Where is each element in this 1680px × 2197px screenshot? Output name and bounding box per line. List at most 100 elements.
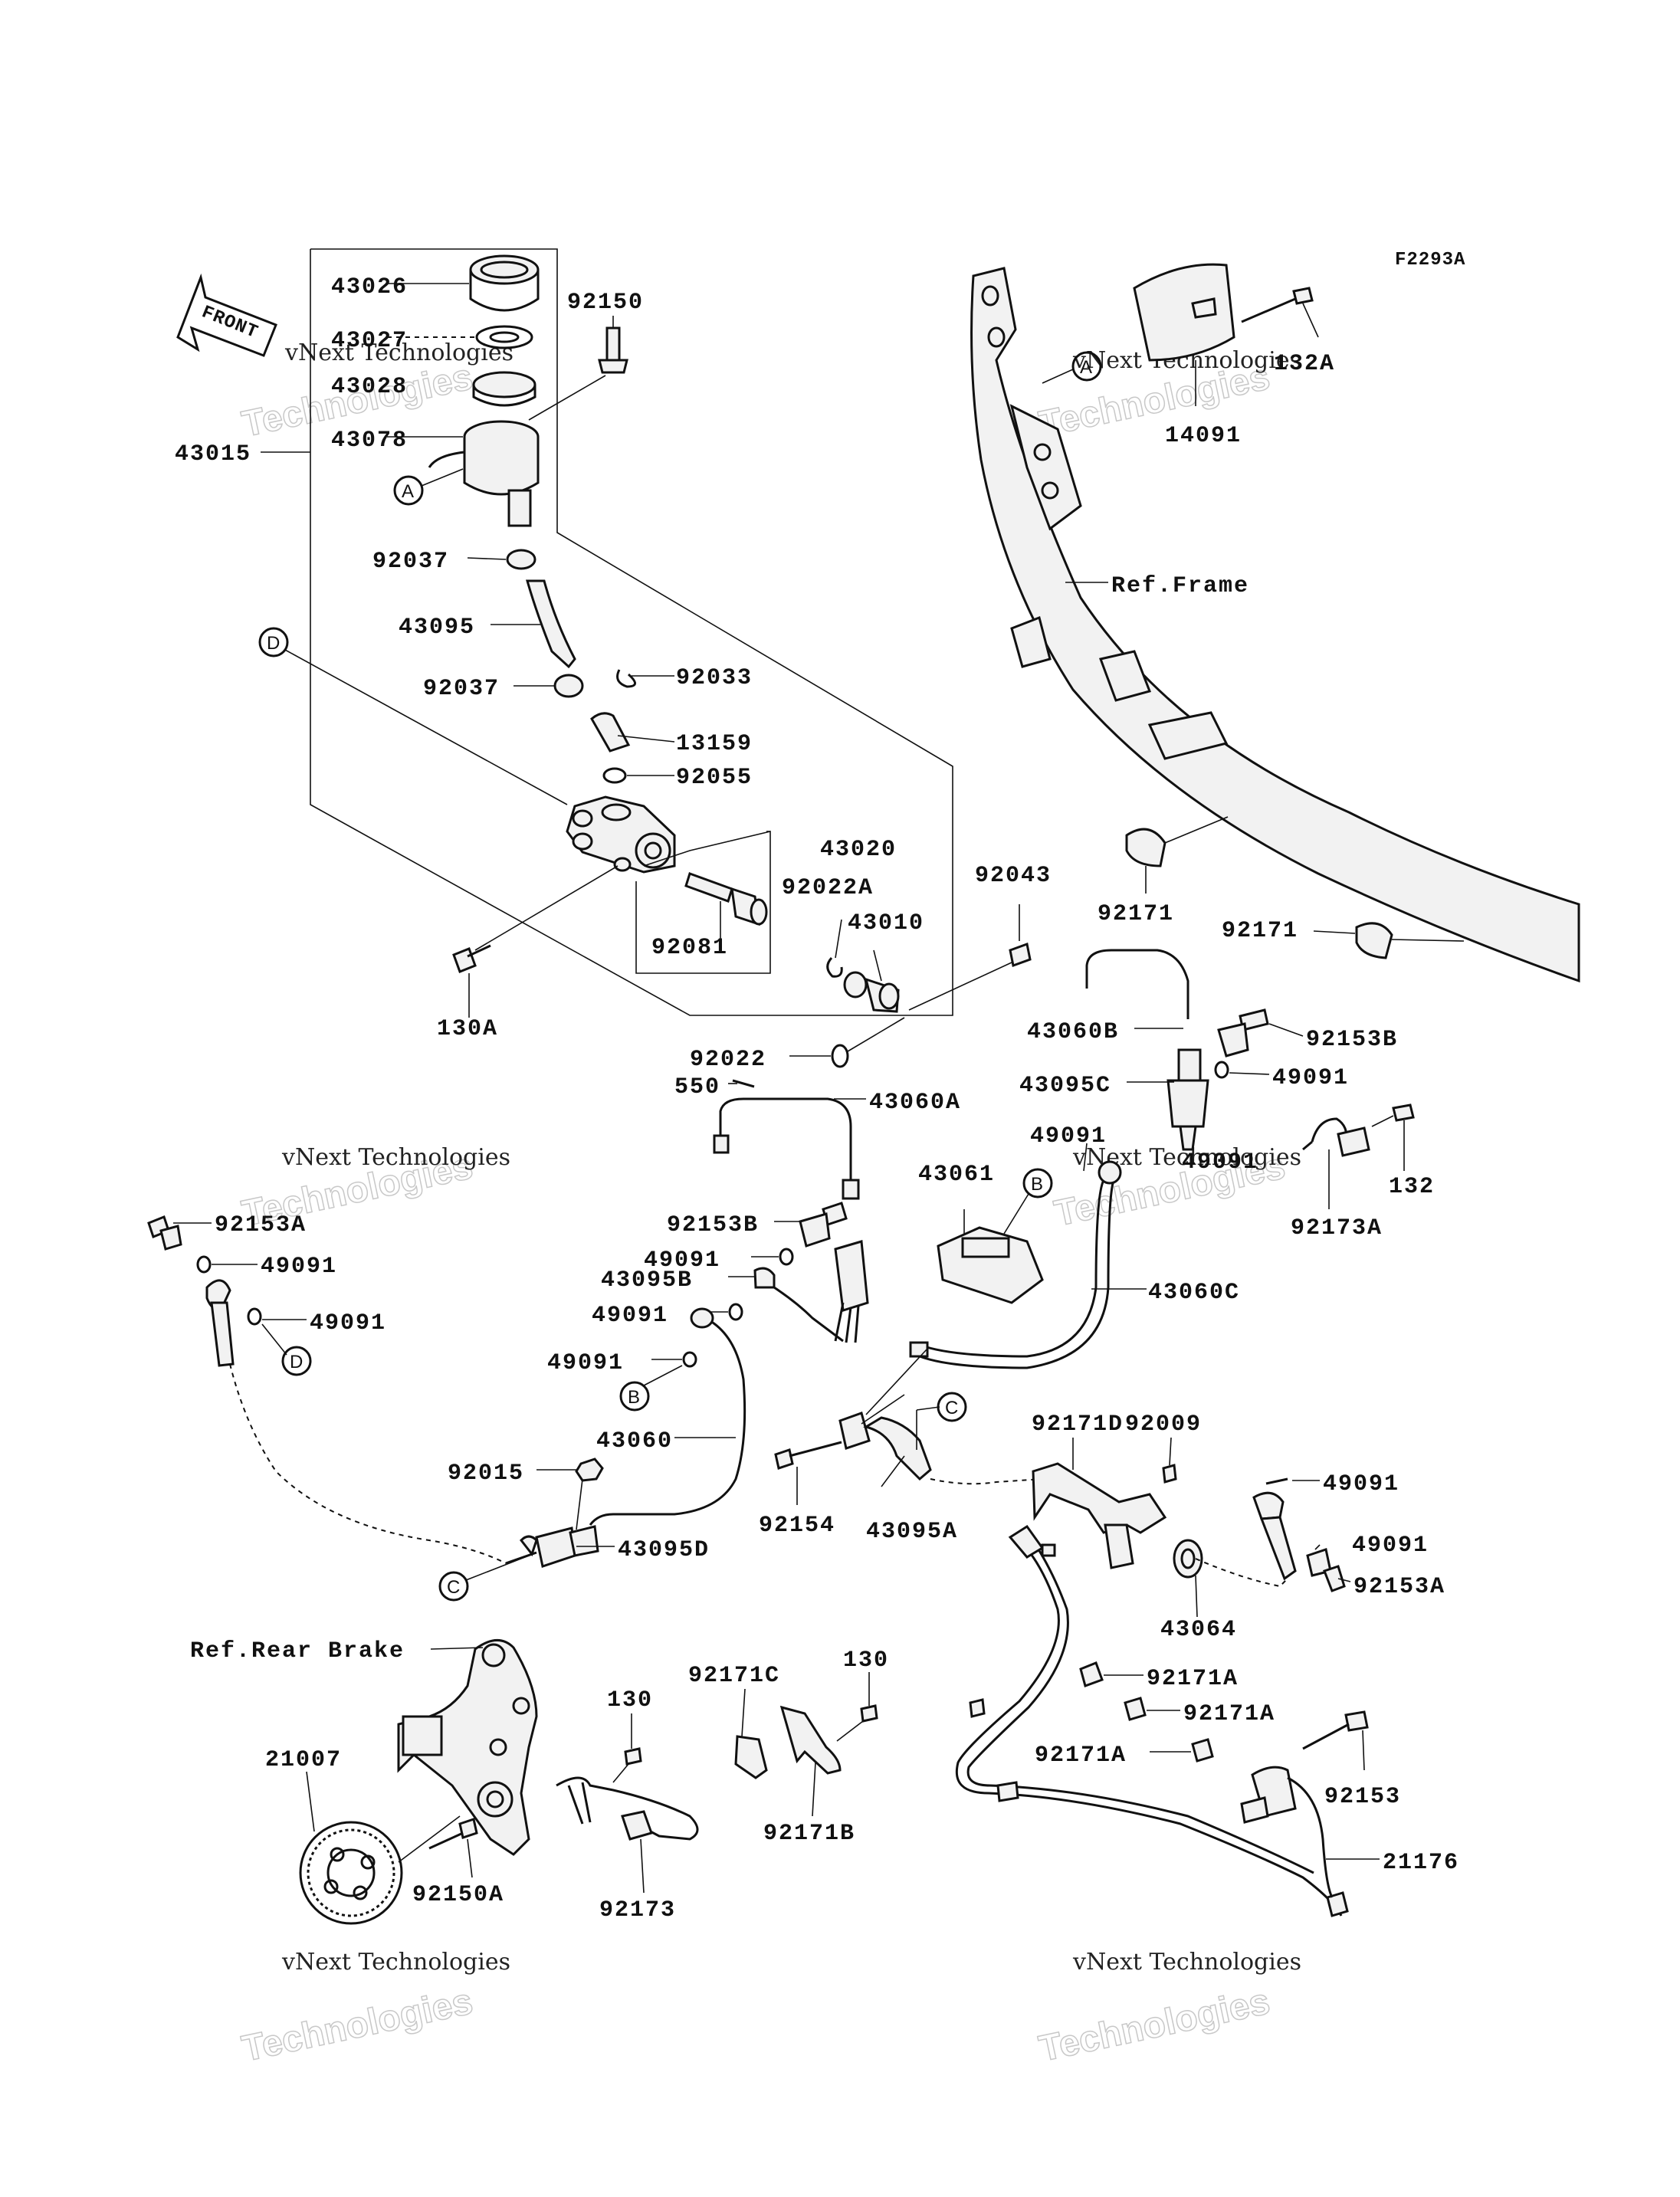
washer-part — [682, 1351, 697, 1368]
part-label: 49091 — [1272, 1065, 1349, 1091]
watermark-small: vNext Technologies — [1072, 1949, 1301, 1976]
part-label: 92153A — [215, 1212, 307, 1238]
bolt-part — [1302, 1710, 1369, 1750]
part-label: 43010 — [848, 910, 924, 936]
wheel-speed-sensor-part — [1240, 1766, 1297, 1824]
abs-rotor-part — [299, 1821, 403, 1925]
part-label: 92171A — [1183, 1701, 1275, 1727]
bolt-part — [1241, 287, 1314, 323]
cotter-pin-part — [732, 1079, 755, 1088]
part-label: 43060B — [1027, 1019, 1119, 1045]
o-ring-part — [602, 767, 627, 784]
part-label: 92173 — [599, 1897, 676, 1923]
part-label: 43015 — [175, 441, 251, 467]
watermark-large: Technologies — [238, 1981, 476, 2069]
part-label: 49091 — [261, 1254, 337, 1280]
callout-circle — [258, 627, 289, 657]
part-label: 132 — [1389, 1174, 1435, 1200]
part-label: 92022 — [690, 1047, 766, 1073]
part-label: 92171 — [1098, 901, 1174, 927]
part-label: 43060 — [596, 1428, 673, 1454]
washer-part — [779, 1248, 794, 1266]
push-rod-part — [843, 971, 900, 1013]
part-label: 49091 — [1352, 1533, 1429, 1559]
wire-connector-part — [969, 1524, 1349, 1917]
part-label: 92153B — [667, 1212, 759, 1238]
part-label: 43095B — [601, 1267, 693, 1294]
part-label: 92150 — [567, 290, 644, 316]
callout-circle — [1071, 351, 1102, 382]
bolt-part — [624, 1747, 642, 1766]
part-label: 132A — [1274, 351, 1335, 377]
master-cylinder-body-part — [566, 795, 676, 874]
part-label: 43095A — [866, 1519, 958, 1545]
nut-part — [575, 1458, 604, 1482]
clip-part — [1124, 1697, 1147, 1721]
hose-fitting-part — [838, 1412, 932, 1481]
part-label: Ref.Frame — [1111, 573, 1249, 599]
part-label: 92081 — [651, 935, 728, 961]
part-label: 92171A — [1147, 1666, 1239, 1692]
bolt-part — [452, 944, 491, 973]
hose-route-dashed-line — [229, 1363, 507, 1564]
hose-clamp-part — [553, 674, 584, 698]
part-label: 92043 — [975, 863, 1052, 889]
part-label: 49091 — [644, 1248, 720, 1274]
fitting-part — [590, 712, 631, 753]
banjo-bolt-part — [774, 1441, 842, 1470]
brake-pipe-part — [589, 1317, 746, 1526]
clip-part — [734, 1735, 768, 1779]
part-label: 49091 — [592, 1303, 668, 1329]
part-label: 130 — [843, 1648, 889, 1674]
hose-fitting-part — [505, 1525, 599, 1568]
sensor-connector-part — [1252, 1491, 1346, 1592]
part-label: 92009 — [1125, 1412, 1202, 1438]
frame-cover-part — [1133, 263, 1235, 362]
bolt-part — [860, 1704, 878, 1723]
part-label: 92153B — [1306, 1027, 1398, 1053]
part-label: 92015 — [448, 1461, 524, 1487]
mounting-bracket-part — [937, 1226, 1044, 1304]
bracket-part — [1302, 1117, 1370, 1157]
part-label: 43061 — [918, 1162, 995, 1188]
part-label: 550 — [674, 1074, 720, 1100]
part-label: 43027 — [331, 328, 408, 354]
part-label: 92033 — [676, 665, 753, 691]
washer-part — [728, 1303, 743, 1321]
circlip-part — [826, 956, 843, 978]
part-label: 21176 — [1383, 1850, 1459, 1876]
grommet-part — [1173, 1539, 1203, 1579]
reservoir-hose-part — [526, 579, 576, 669]
watermark-small: vNext Technologies — [281, 1144, 510, 1171]
watermark-small: vNext Technologies — [284, 339, 514, 366]
frame-part — [970, 267, 1580, 983]
watermark-small: vNext Technologies — [281, 1949, 510, 1976]
clip-part — [779, 1705, 842, 1775]
part-label: 92153A — [1354, 1574, 1445, 1600]
part-label: 92055 — [676, 765, 753, 791]
pin-part — [1009, 942, 1032, 968]
part-label: 130 — [607, 1687, 653, 1713]
clip-part — [1079, 1661, 1104, 1687]
bracket-part — [556, 1776, 699, 1841]
cable-clamp-part — [1355, 922, 1393, 959]
screw-part — [1162, 1464, 1177, 1484]
reservoir-cap-part — [469, 254, 540, 312]
banjo-bolt-part — [1217, 1008, 1269, 1058]
rear-brake-caliper-part — [397, 1639, 538, 1856]
banjo-bolt-part — [147, 1215, 182, 1251]
cable-clamp-part — [1125, 828, 1166, 867]
part-label: 92171B — [763, 1821, 855, 1847]
wire-route-dashed-line — [1195, 1558, 1288, 1588]
part-label: 92153 — [1324, 1784, 1401, 1810]
part-label: 43028 — [331, 374, 408, 400]
part-label: 21007 — [265, 1747, 342, 1773]
callout-letter: B — [1031, 1174, 1043, 1195]
circlip-part — [616, 669, 636, 688]
diagram-code: F2293A — [1395, 250, 1465, 271]
plate-part — [472, 371, 536, 407]
part-label: 92173A — [1291, 1215, 1383, 1241]
part-label: 49091 — [547, 1350, 624, 1376]
part-label: 43095 — [399, 615, 475, 641]
